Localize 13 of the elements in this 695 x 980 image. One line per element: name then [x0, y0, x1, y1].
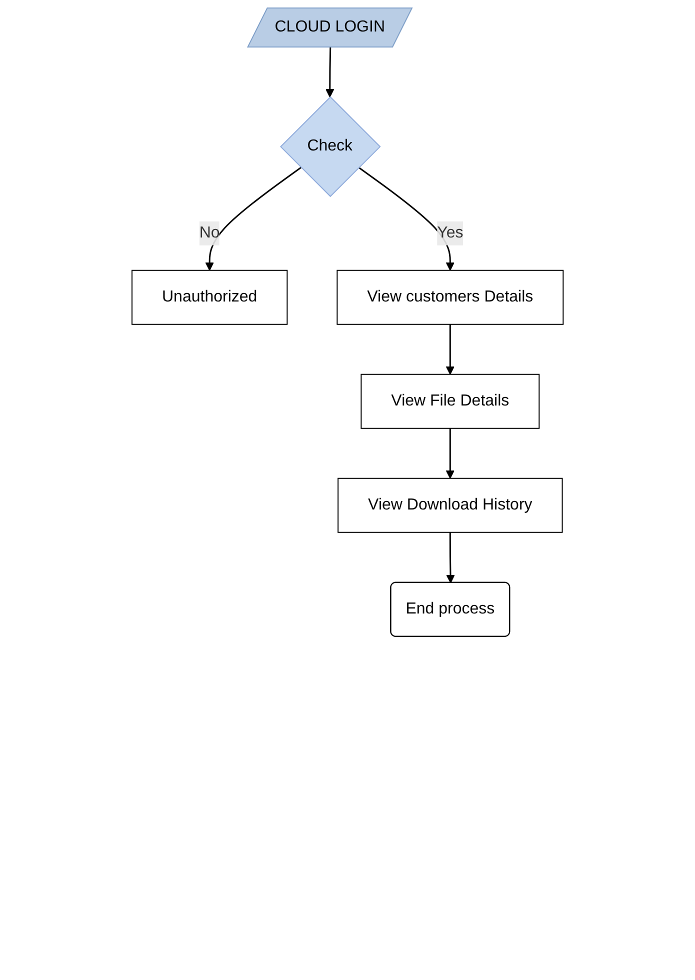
- node-diamond: Check: [280, 96, 381, 198]
- arrow: [446, 324, 454, 375]
- edge-label: No: [199, 224, 220, 242]
- arrow: [446, 428, 454, 479]
- arrow: [358, 166, 454, 271]
- node-box: View Download History: [337, 478, 563, 533]
- arrow: [325, 47, 334, 98]
- node-box: View File Details: [360, 374, 540, 429]
- arrow: [205, 166, 302, 271]
- arrow: [446, 532, 455, 584]
- edge-label: Yes: [437, 224, 464, 242]
- node-box: View customers Details: [336, 270, 564, 325]
- node-box: Unauthorized: [131, 270, 288, 325]
